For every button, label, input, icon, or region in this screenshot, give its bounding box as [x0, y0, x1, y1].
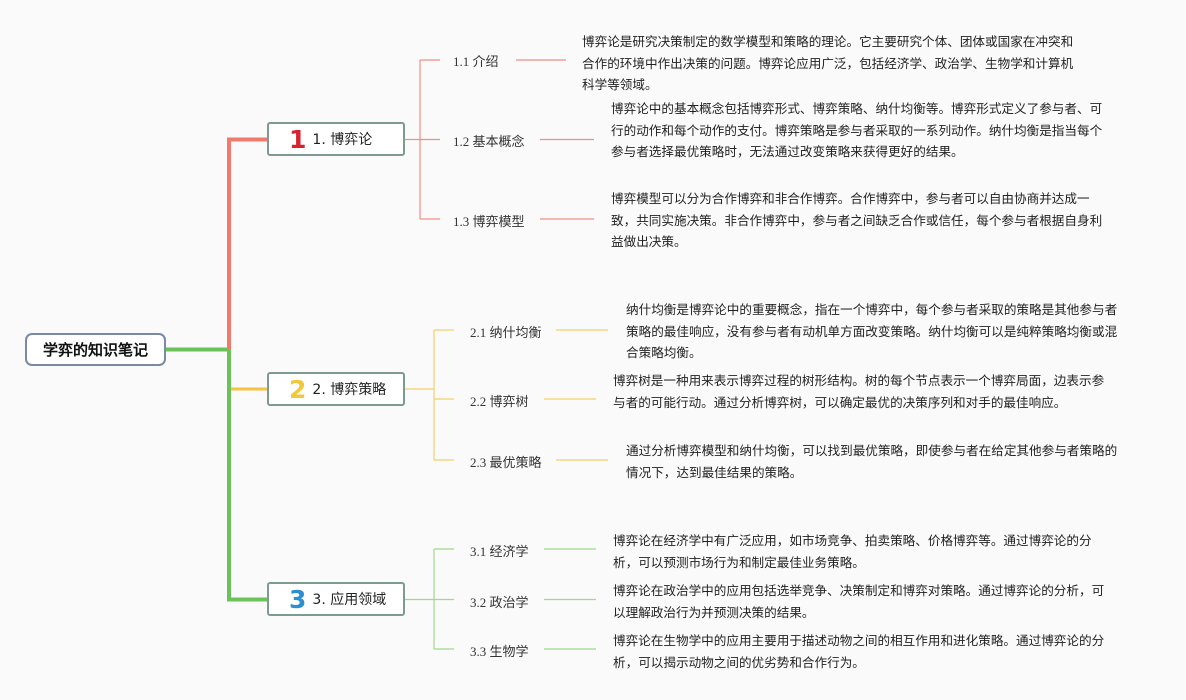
subtopic-basic-concepts[interactable]: 1.2 基本概念: [453, 134, 525, 149]
desc-political-science: 博弈论在政治学中的应用包括选举竞争、决策制定和博弈对策略。通过博弈论的分析，可以…: [613, 583, 1105, 620]
subtopic-political-science[interactable]: 3.2 政治学: [470, 595, 529, 610]
subtopic-game-tree[interactable]: 2.2 博弈树: [470, 394, 529, 409]
topic-applications[interactable]: 3 3. 应用领域: [267, 582, 405, 616]
topic-label: 2. 博弈策略: [312, 382, 387, 398]
desc-economics: 博弈论在经济学中有广泛应用，如市场竞争、拍卖策略、价格博弈等。通过博弈论的分析，…: [613, 533, 1092, 570]
desc-nash-equilibrium: 纳什均衡是博弈论中的重要概念，指在一个博弈中，每个参与者采取的策略是其他参与者策…: [626, 302, 1118, 360]
subtopic-optimal-strategy[interactable]: 2.3 最优策略: [470, 455, 542, 470]
subtopic-game-models[interactable]: 1.3 博弈模型: [453, 214, 525, 229]
topic-game-theory[interactable]: 1 1. 博弈论: [267, 122, 405, 156]
desc-biology: 博弈论在生物学中的应用主要用于描述动物之间的相互作用和进化策略。通过博弈论的分析…: [613, 633, 1105, 670]
desc-game-tree: 博弈树是一种用来表示博弈过程的树形结构。树的每个节点表示一个博弈局面，边表示参与…: [613, 373, 1105, 410]
subtopic-nash-equilibrium[interactable]: 2.1 纳什均衡: [470, 325, 542, 340]
number-two-icon: 2: [289, 374, 307, 404]
desc-game-models: 博弈模型可以分为合作博弈和非合作博弈。合作博弈中，参与者可以自由协商并达成一致，…: [611, 191, 1103, 249]
number-three-icon: 3: [289, 584, 307, 614]
root-node[interactable]: 学弈的知识笔记: [25, 333, 166, 366]
subtopic-economics[interactable]: 3.1 经济学: [470, 544, 529, 559]
subtopic-intro[interactable]: 1.1 介绍: [453, 54, 499, 69]
desc-optimal-strategy: 通过分析博弈模型和纳什均衡，可以找到最优策略，即使参与者在给定其他参与者策略的情…: [626, 443, 1118, 480]
subtopic-biology[interactable]: 3.3 生物学: [470, 644, 529, 659]
desc-basic-concepts: 博弈论中的基本概念包括博弈形式、博弈策略、纳什均衡等。博弈形式定义了参与者、可行…: [611, 101, 1103, 159]
topic-label: 1. 博弈论: [312, 132, 373, 148]
topic-game-strategy[interactable]: 2 2. 博弈策略: [267, 372, 405, 406]
number-one-icon: 1: [289, 124, 307, 154]
topic-label: 3. 应用领域: [312, 592, 387, 608]
desc-intro: 博弈论是研究决策制定的数学模型和策略的理论。它主要研究个体、团体或国家在冲突和合…: [582, 34, 1074, 92]
